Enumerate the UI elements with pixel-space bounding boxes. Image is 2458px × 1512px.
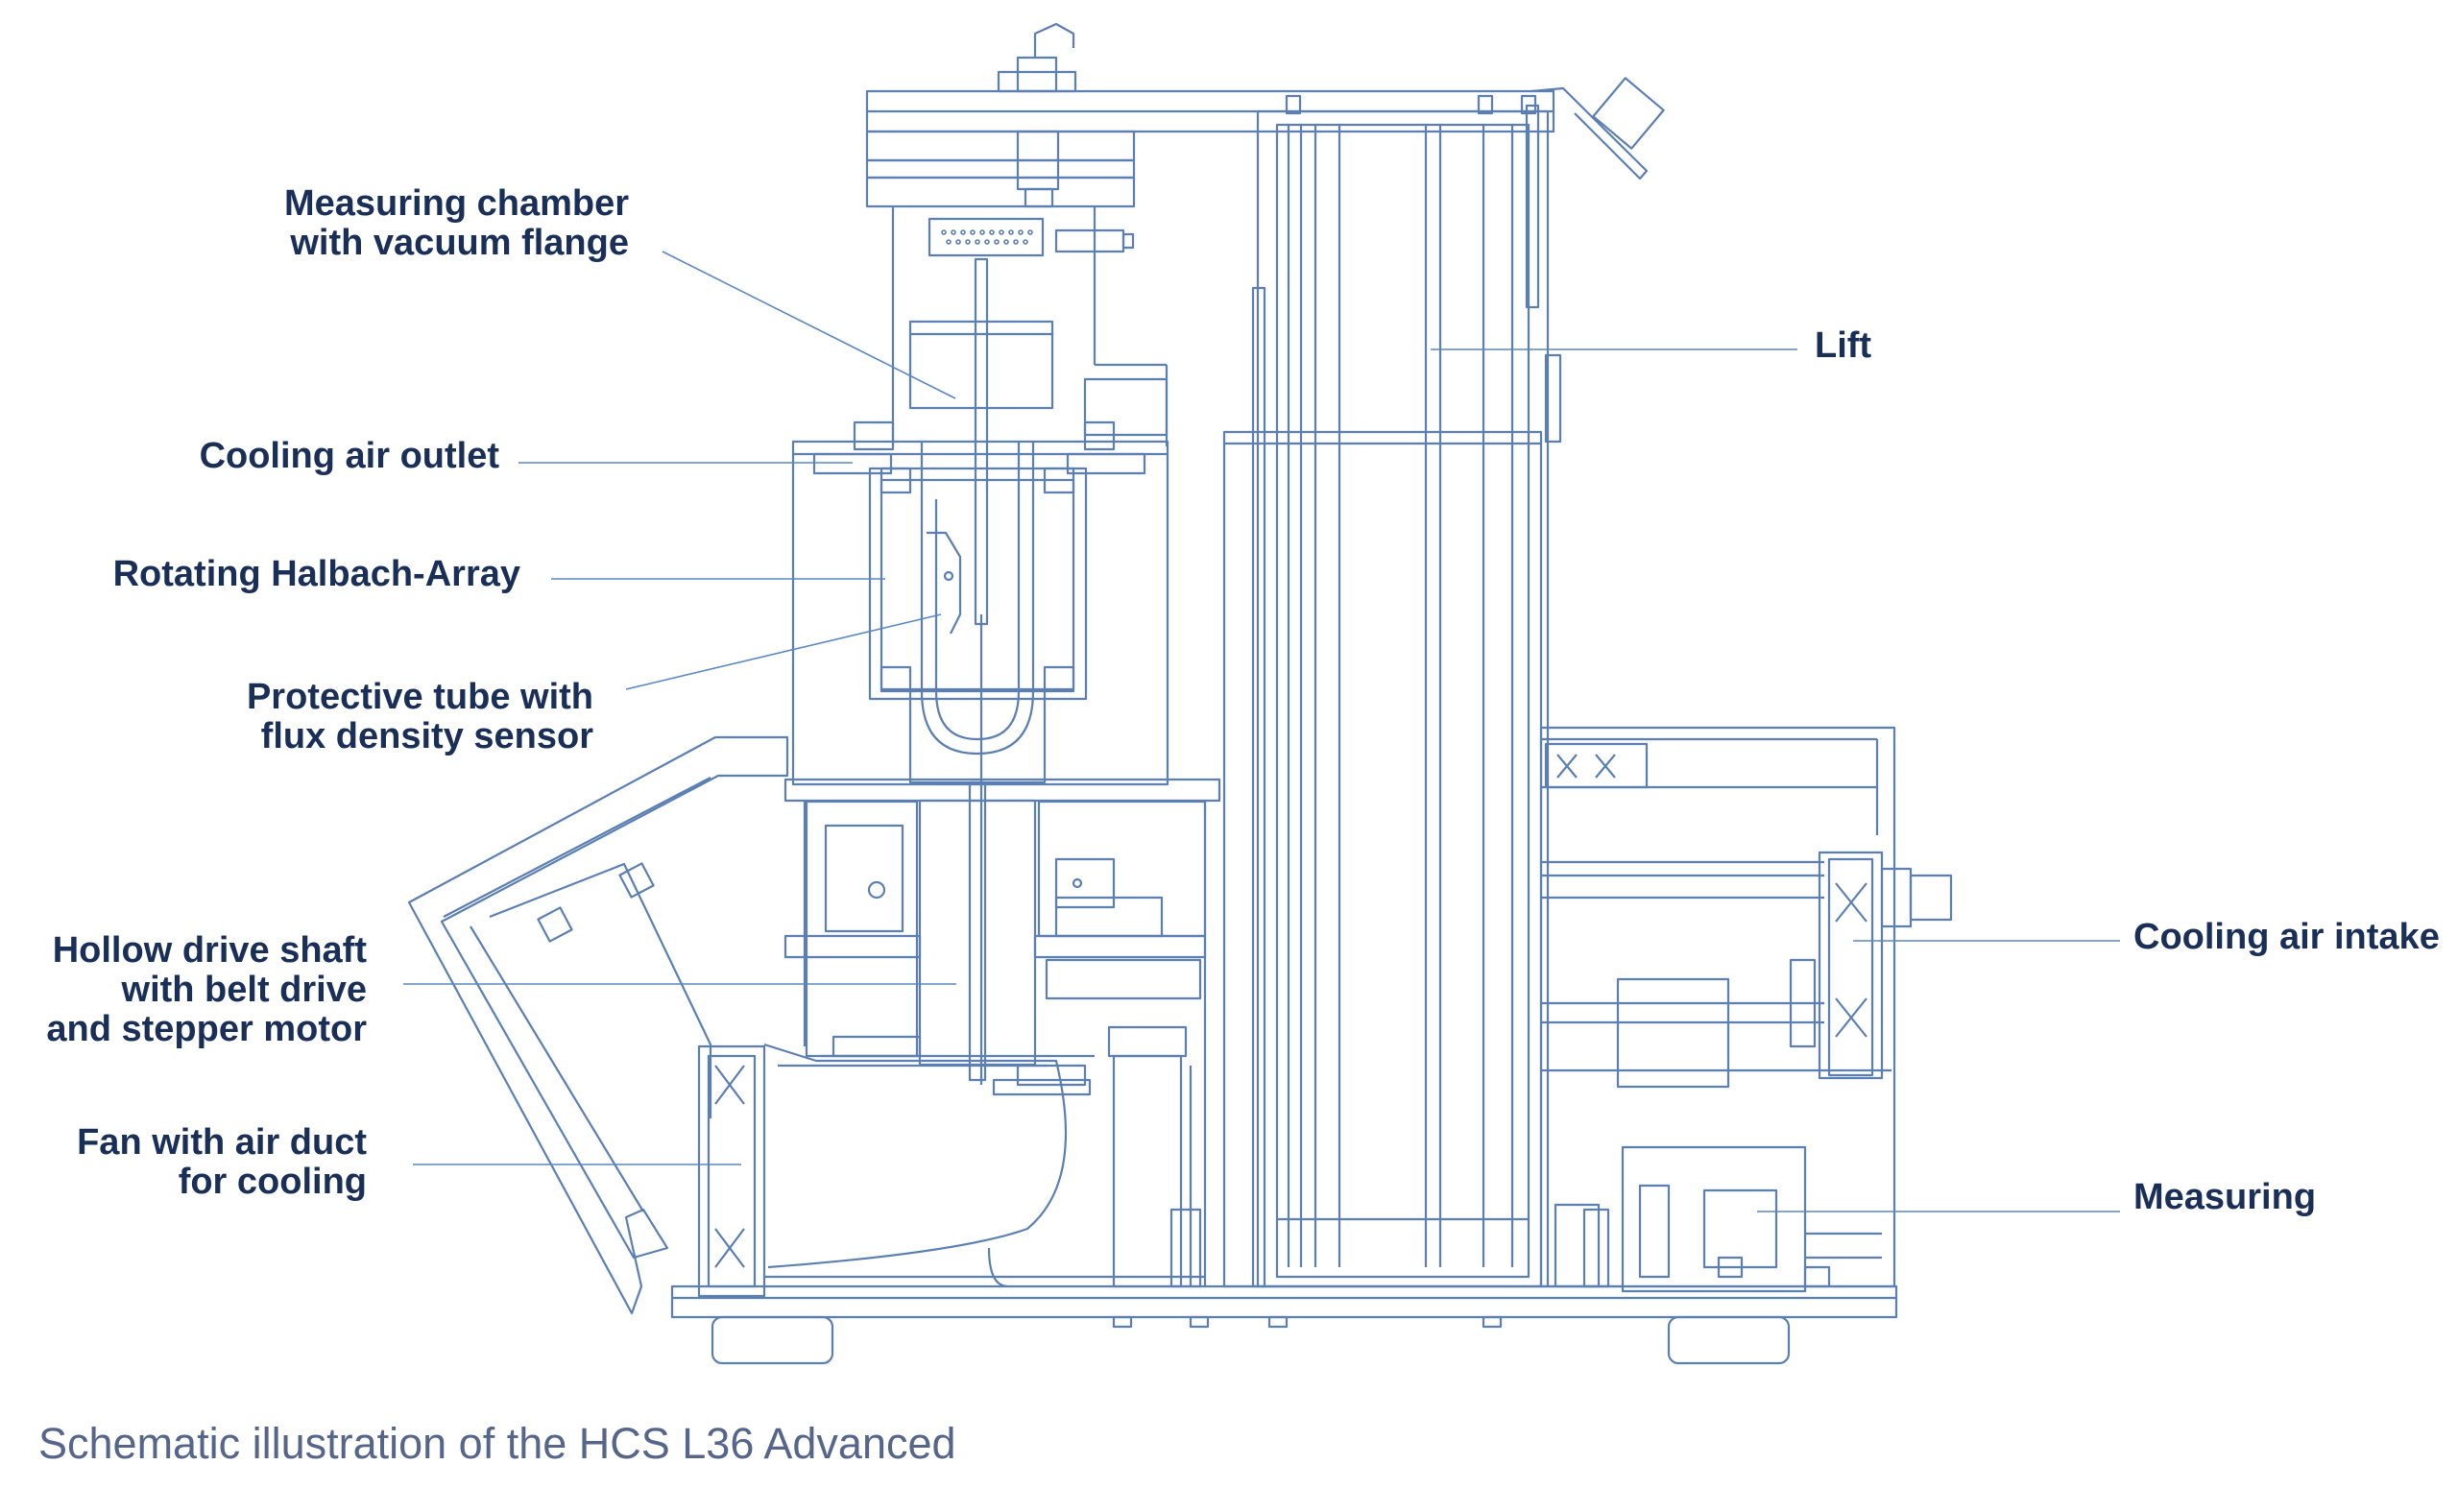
measuring-chamber-top bbox=[853, 22, 1665, 1085]
fan-air-duct bbox=[697, 1043, 1205, 1298]
label-protective-tube: Protective tube with flux density sensor bbox=[247, 678, 593, 756]
label-line: Lift bbox=[1815, 325, 1872, 366]
label-rotating-halbach: Rotating Halbach-Array bbox=[113, 555, 520, 594]
label-measuring-chamber: Measuring chamber with vacuum flange bbox=[284, 184, 629, 263]
label-line: Measuring bbox=[2133, 1177, 2317, 1217]
drive-shaft-section bbox=[783, 778, 1221, 1288]
leader-lines bbox=[403, 251, 2120, 1212]
label-line: Cooling air outlet bbox=[199, 436, 499, 476]
label-line: Rotating Halbach-Array bbox=[112, 554, 520, 594]
label-line: flux density sensor bbox=[260, 716, 593, 756]
figure-caption: Schematic illustration of the HCS L36 Ad… bbox=[38, 1419, 956, 1468]
label-line: with vacuum flange bbox=[290, 223, 629, 263]
label-line: for cooling bbox=[178, 1162, 367, 1202]
lift-column bbox=[1222, 94, 1562, 1288]
label-cooling-air-outlet: Cooling air outlet bbox=[200, 437, 499, 476]
label-fan-air-duct: Fan with air duct for cooling bbox=[77, 1123, 367, 1202]
label-line: Cooling air intake bbox=[2133, 917, 2440, 957]
label-line: and stepper motor bbox=[46, 1009, 367, 1049]
label-line: Protective tube with bbox=[246, 677, 593, 717]
label-cooling-air-intake: Cooling air intake bbox=[2133, 918, 2440, 957]
right-housing bbox=[1539, 726, 1953, 1293]
label-measuring: Measuring bbox=[2133, 1178, 2316, 1217]
base-plate bbox=[670, 1284, 1898, 1365]
halbach-housing bbox=[791, 440, 1169, 786]
label-lift: Lift bbox=[1815, 326, 1871, 366]
label-line: Fan with air duct bbox=[77, 1122, 367, 1163]
label-line: Measuring chamber bbox=[284, 183, 629, 224]
angled-fan-housing bbox=[407, 735, 789, 1315]
label-hollow-drive-shaft: Hollow drive shaft with belt drive and s… bbox=[46, 931, 367, 1049]
label-line: Hollow drive shaft bbox=[52, 930, 367, 971]
label-line: with belt drive bbox=[121, 970, 367, 1010]
